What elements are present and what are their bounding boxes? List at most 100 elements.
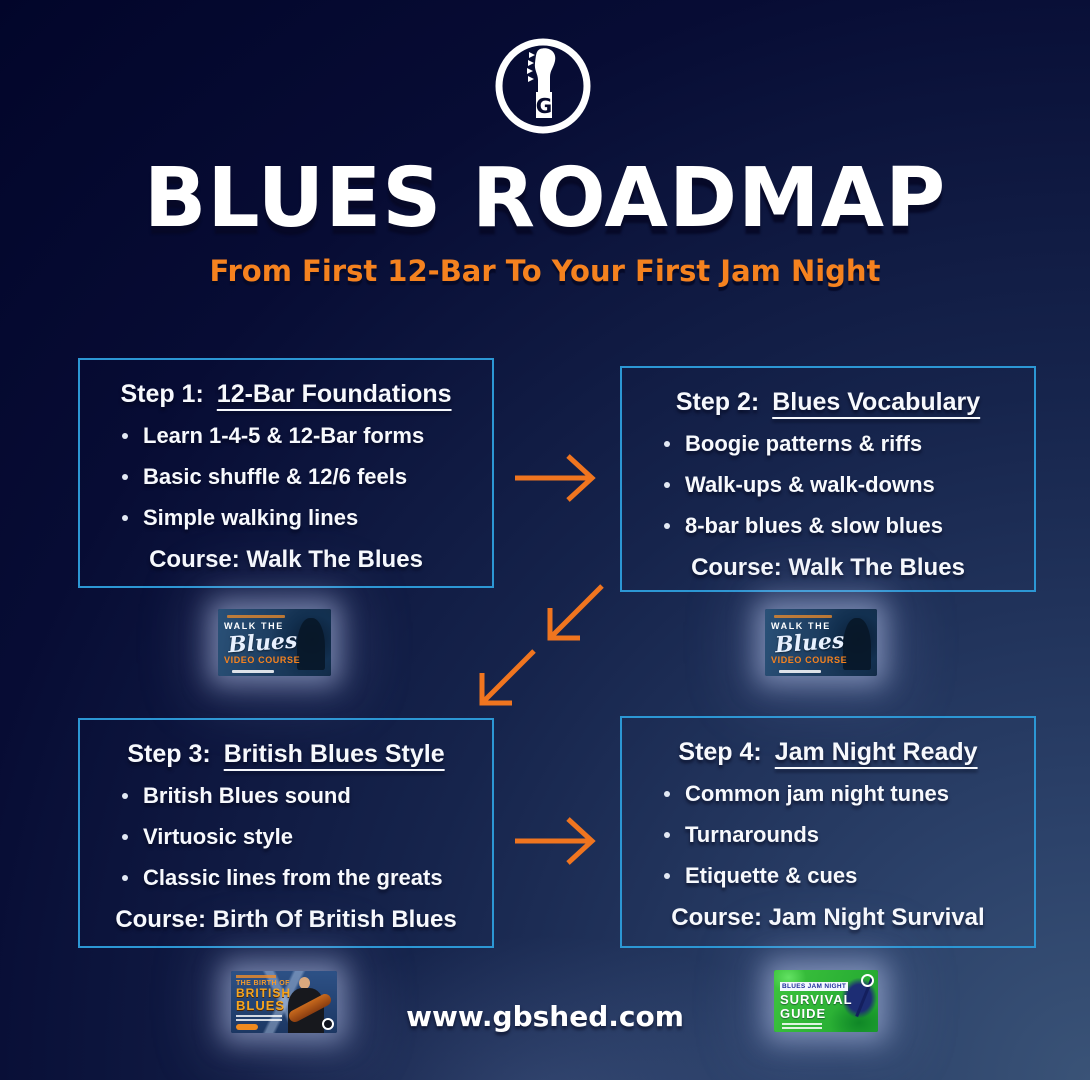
- thumbnail-label: VIDEO COURSE: [224, 654, 301, 665]
- thumbnail-badge-icon: [861, 974, 874, 987]
- step-4-box: Step 4: Jam Night Ready Common jam night …: [620, 716, 1036, 948]
- list-item: Classic lines from the greats: [122, 865, 492, 891]
- bullet-text: Etiquette & cues: [685, 863, 858, 888]
- bullet-text: 8-bar blues & slow blues: [685, 513, 943, 538]
- guitar-headstock-icon: G: [495, 38, 591, 134]
- bullet-text: Common jam night tunes: [685, 781, 949, 806]
- thumbnail-title-line2: BLUES: [236, 998, 286, 1014]
- birth-of-british-blues-thumbnail: THE BIRTH OF BRITISH BLUES: [231, 971, 337, 1033]
- bullet-text: Simple walking lines: [143, 505, 359, 530]
- fine-print-bar: [779, 669, 821, 673]
- step-2-heading: Step 2: Blues Vocabulary: [622, 388, 1034, 417]
- bullet-dot: [122, 433, 128, 439]
- thumbnail-badge-icon: [322, 1018, 334, 1030]
- bullet-dot: [664, 523, 670, 529]
- thumbnail-title-line1: BRITISH: [236, 985, 291, 1000]
- bass-player-photo: [818, 609, 877, 676]
- step-1-bullets: Learn 1-4-5 & 12-Bar forms Basic shuffle…: [80, 423, 492, 531]
- bullet-dot: [664, 873, 670, 879]
- arrow-step2-to-step3-lower: [479, 649, 536, 706]
- step-1-label: Step 1:: [120, 380, 204, 408]
- thumbnail-title-line2: GUIDE: [780, 1005, 827, 1021]
- bullet-text: Virtuosic style: [143, 824, 293, 849]
- list-item: Boogie patterns & riffs: [664, 431, 1034, 457]
- step-4-heading: Step 4: Jam Night Ready: [622, 738, 1034, 767]
- thumbnail-kicker: THE BIRTH OF: [236, 979, 290, 987]
- step-2-bullets: Boogie patterns & riffs Walk-ups & walk-…: [622, 431, 1034, 539]
- list-item: Walk-ups & walk-downs: [664, 472, 1034, 498]
- brand-logo: G: [493, 36, 593, 136]
- page-subtitle: From First 12-Bar To Your First Jam Nigh…: [209, 254, 881, 288]
- step-4-title: Jam Night Ready: [774, 738, 978, 766]
- list-item: Common jam night tunes: [664, 781, 1034, 807]
- thumbnail-title-line1: SURVIVAL: [780, 992, 853, 1007]
- bullet-text: Boogie patterns & riffs: [685, 431, 923, 456]
- step-2-title: Blues Vocabulary: [772, 388, 981, 416]
- step-3-box: Step 3: British Blues Style British Blues…: [78, 718, 494, 948]
- step-1-heading: Step 1: 12-Bar Foundations: [80, 380, 492, 409]
- step-4-bullets: Common jam night tunes Turnarounds Etiqu…: [622, 781, 1034, 889]
- bullet-dot: [664, 441, 670, 447]
- list-item: British Blues sound: [122, 783, 492, 809]
- bullet-text: Walk-ups & walk-downs: [685, 472, 935, 497]
- bullet-text: Classic lines from the greats: [143, 865, 443, 890]
- fine-print-bar: [236, 1014, 282, 1017]
- list-item: Simple walking lines: [122, 505, 492, 531]
- arrow-step3-to-step4: [515, 817, 596, 865]
- thumbnail-kicker: WALK THE: [771, 621, 831, 631]
- list-item: Virtuosic style: [122, 824, 492, 850]
- step-3-title: British Blues Style: [223, 740, 445, 768]
- walk-the-blues-thumbnail-1: WALK THE Blues VIDEO COURSE: [218, 609, 331, 676]
- bass-player-photo: [272, 609, 331, 676]
- list-item: Etiquette & cues: [664, 863, 1034, 889]
- website-url: www.gbshed.com: [406, 1000, 684, 1033]
- musician-head: [299, 977, 310, 989]
- bullet-text: Learn 1-4-5 & 12-Bar forms: [143, 423, 425, 448]
- step-3-label: Step 3:: [127, 740, 211, 768]
- fine-print-bar: [782, 1022, 822, 1025]
- thumbnail-label: VIDEO COURSE: [771, 654, 848, 665]
- bullet-text: British Blues sound: [143, 783, 351, 808]
- bullet-dot: [122, 474, 128, 480]
- thumbnail-kicker: BLUES JAM NIGHT: [780, 982, 849, 991]
- list-item: Learn 1-4-5 & 12-Bar forms: [122, 423, 492, 449]
- fine-print-bar: [232, 669, 274, 673]
- fine-print-bar: [236, 1019, 282, 1022]
- musician-silhouette: [297, 618, 325, 670]
- step-3-heading: Step 3: British Blues Style: [80, 740, 492, 769]
- thumbnail-button-shape: [236, 1024, 258, 1031]
- list-item: Turnarounds: [664, 822, 1034, 848]
- bullet-dot: [664, 832, 670, 838]
- thumbnail-kicker: WALK THE: [224, 621, 284, 631]
- step-3-course: Course: Birth Of British Blues: [115, 906, 457, 933]
- step-1-course: Course: Walk The Blues: [149, 546, 423, 573]
- walk-the-blues-thumbnail-2: WALK THE Blues VIDEO COURSE: [765, 609, 877, 676]
- page-title: BLUES ROADMAP: [143, 151, 947, 246]
- step-1-box: Step 1: 12-Bar Foundations Learn 1-4-5 & …: [78, 358, 494, 588]
- arrow-step1-to-step2: [515, 454, 596, 502]
- list-item: Basic shuffle & 12/6 feels: [122, 464, 492, 490]
- list-item: 8-bar blues & slow blues: [664, 513, 1034, 539]
- logo-letter: G: [536, 94, 552, 118]
- jam-night-survival-thumbnail: BLUES JAM NIGHT SURVIVAL GUIDE: [774, 970, 878, 1032]
- bullet-dot: [664, 482, 670, 488]
- fine-print-bar: [774, 615, 832, 618]
- bullet-dot: [664, 791, 670, 797]
- bullet-dot: [122, 793, 128, 799]
- step-3-bullets: British Blues sound Virtuosic style Clas…: [80, 783, 492, 891]
- step-2-label: Step 2:: [675, 388, 760, 416]
- step-1-title: 12-Bar Foundations: [216, 380, 452, 408]
- fine-print-bar: [236, 975, 276, 978]
- musician-silhouette: [843, 618, 871, 670]
- fine-print-bar: [782, 1027, 822, 1030]
- step-4-label: Step 4:: [678, 738, 762, 766]
- fine-print-bar: [227, 615, 285, 618]
- bullet-dot: [122, 515, 128, 521]
- bullet-dot: [122, 875, 128, 881]
- bullet-text: Basic shuffle & 12/6 feels: [143, 464, 408, 489]
- bullet-text: Turnarounds: [685, 822, 820, 847]
- bullet-dot: [122, 834, 128, 840]
- arrow-step2-to-step3-upper: [547, 584, 604, 641]
- step-4-course: Course: Jam Night Survival: [671, 904, 985, 931]
